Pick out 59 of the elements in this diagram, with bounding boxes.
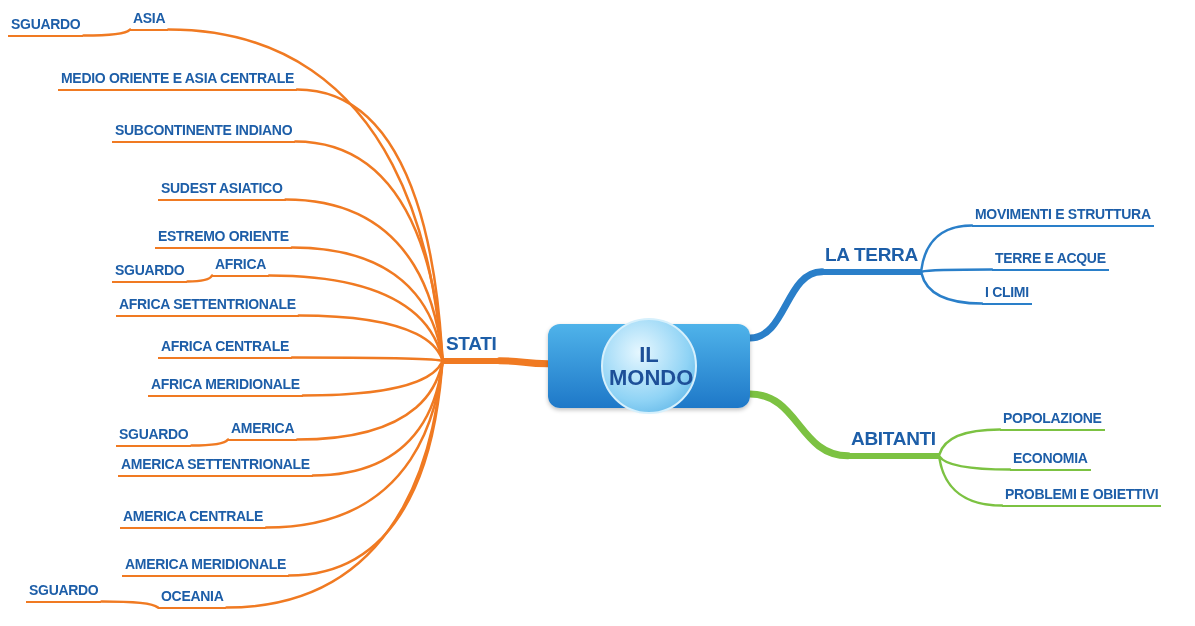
topic-label: PROBLEMI E OBIETTIVI: [1005, 486, 1159, 502]
topic-label: AFRICA: [215, 256, 267, 272]
topic-label: TERRE E ACQUE: [995, 250, 1106, 266]
topic-label: POPOLAZIONE: [1003, 410, 1102, 426]
topic-label: ASIA: [133, 10, 166, 26]
sub-topic: [228, 420, 298, 441]
topic-label: STATI: [446, 333, 497, 354]
topic-label: MOVIMENTI E STRUTTURA: [975, 206, 1151, 222]
sub-topic: [1010, 450, 1091, 471]
topic-label: SGUARDO: [115, 262, 185, 278]
topic-label: ECONOMIA: [1013, 450, 1088, 466]
sub-topic: [118, 456, 313, 477]
topic-label: SGUARDO: [29, 582, 99, 598]
sub-topic: [58, 70, 297, 91]
sub-topic: [158, 180, 286, 201]
topic-label: AMERICA CENTRALE: [123, 508, 264, 524]
branch-line: [937, 454, 1012, 471]
topic-label: SUBCONTINENTE INDIANO: [115, 122, 293, 138]
sub-topic: [212, 256, 270, 277]
sub-topic: [116, 296, 299, 317]
sub-topic: [112, 122, 296, 143]
topic-label: AMERICA: [231, 420, 295, 436]
sub-topic: [112, 262, 188, 283]
topic-label: AFRICA CENTRALE: [161, 338, 289, 354]
sub-topic: [982, 284, 1032, 305]
branch-line: [186, 274, 214, 283]
sub-topic: [8, 16, 84, 37]
topic-label: SGUARDO: [119, 426, 189, 442]
branch-line: [919, 268, 994, 274]
sub-topic: [122, 556, 289, 577]
topic-label: OCEANIA: [161, 588, 224, 604]
topic-label: ABITANTI: [851, 428, 936, 449]
topic-label: ESTREMO ORIENTE: [158, 228, 289, 244]
sub-topic: [158, 338, 292, 359]
sub-topic: [116, 426, 192, 447]
sub-topic: [1000, 410, 1105, 431]
sub-topic: [120, 508, 267, 529]
topic-label: AFRICA MERIDIONALE: [151, 376, 300, 392]
branch-line: [919, 270, 984, 305]
branch-line: [190, 438, 230, 447]
topic-label: SUDEST ASIATICO: [161, 180, 283, 196]
topic-label: I CLIMI: [985, 284, 1029, 300]
topic-label: MEDIO ORIENTE E ASIA CENTRALE: [61, 70, 294, 86]
branch-line: [937, 428, 1002, 458]
topic-label: SGUARDO: [11, 16, 81, 32]
branch-line: [100, 600, 160, 609]
sub-topic: [1002, 486, 1162, 507]
sub-topic: [158, 588, 227, 609]
sub-topic: [130, 10, 169, 31]
sub-topic: [155, 228, 292, 249]
topic-label: AMERICA MERIDIONALE: [125, 556, 286, 572]
topic-label: LA TERRA: [825, 244, 918, 265]
sub-topic: [992, 250, 1109, 271]
topic-label: AMERICA SETTENTRIONALE: [121, 456, 310, 472]
branch-line: [82, 28, 132, 37]
topic-label: AFRICA SETTENTRIONALE: [119, 296, 296, 312]
sub-topic: [26, 582, 102, 603]
sub-topic: [972, 206, 1154, 227]
sub-topic: [148, 376, 303, 397]
